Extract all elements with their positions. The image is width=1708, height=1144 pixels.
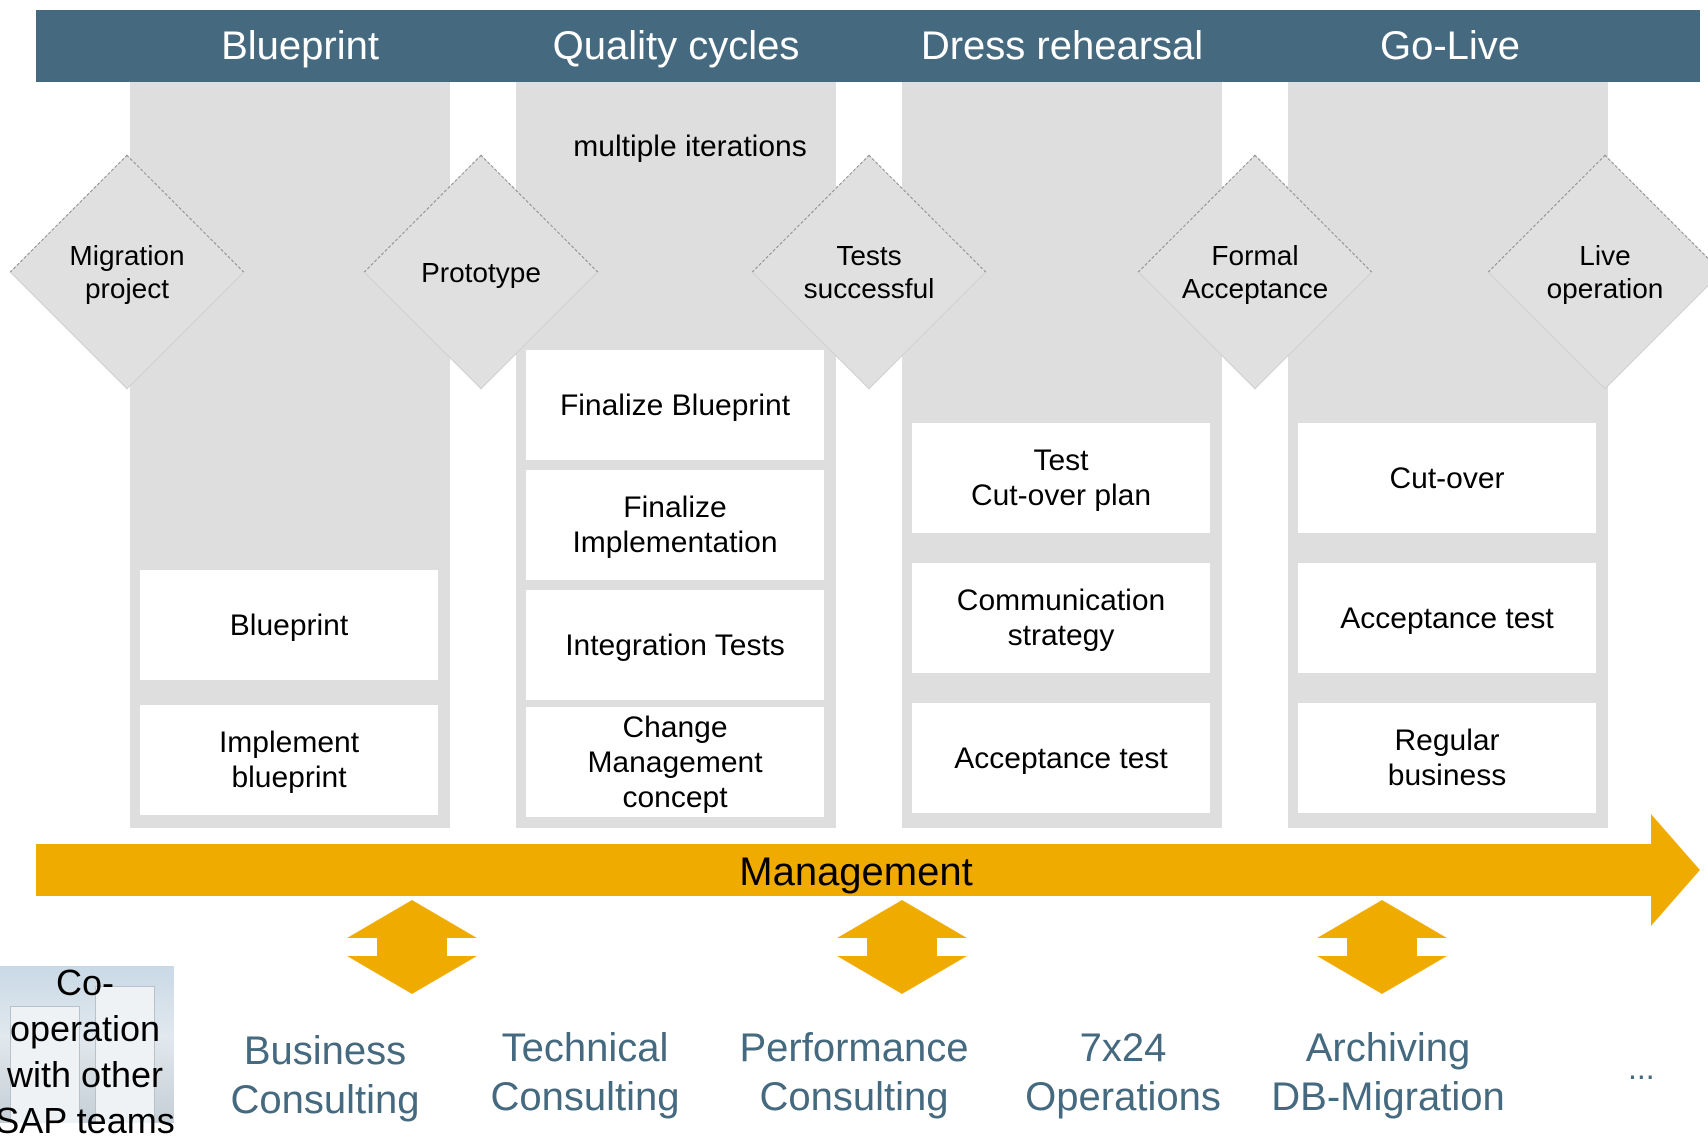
task-acceptance-test-dress: Acceptance test xyxy=(912,703,1210,813)
phase-title-go-live: Go-Live xyxy=(1379,23,1521,68)
milestone-label: Tests successful xyxy=(803,240,935,304)
milestone-label: Migration project xyxy=(69,240,185,304)
task-finalize-blueprint: Finalize Blueprint xyxy=(526,350,824,460)
task-communication-strategy: Communication strategy xyxy=(912,563,1210,673)
milestone-formal-acceptance: Formal Acceptance xyxy=(1137,154,1373,390)
phase-title-quality-cycles: Quality cycles xyxy=(552,23,800,68)
management-arrow xyxy=(36,814,1700,926)
task-cutover: Cut-over xyxy=(1298,423,1596,533)
task-blueprint: Blueprint xyxy=(140,570,438,680)
double-arrow-icon xyxy=(1317,900,1447,994)
milestone-label: Formal Acceptance xyxy=(1181,240,1329,304)
milestone-label: Live operation xyxy=(1546,240,1664,304)
cooperation-photo xyxy=(0,966,174,1123)
milestone-live-operation: Live operation xyxy=(1487,154,1708,390)
milestone-migration-project: Migration project xyxy=(9,154,245,390)
team-performance-consulting: Performance Consulting xyxy=(739,1026,969,1119)
task-acceptance-test-golive: Acceptance test xyxy=(1298,563,1596,673)
team-technical-consulting: Technical Consulting xyxy=(490,1026,680,1119)
task-integration-tests: Integration Tests xyxy=(526,590,824,700)
milestone-prototype: Prototype xyxy=(363,154,599,390)
task-regular-business: Regular business xyxy=(1298,703,1596,813)
building-shape xyxy=(95,986,155,1123)
task-test-cutover-plan: Test Cut-over plan xyxy=(912,423,1210,533)
milestone-label: Prototype xyxy=(421,256,541,288)
phase-title-dress-rehearsal: Dress rehearsal xyxy=(920,23,1204,68)
iterations-label: multiple iterations xyxy=(573,130,807,163)
milestone-tests-successful: Tests successful xyxy=(751,154,987,390)
task-finalize-implementation: Finalize Implementation xyxy=(526,470,824,580)
task-implement-blueprint: Implement blueprint xyxy=(140,705,438,815)
management-label: Management xyxy=(739,849,973,894)
phase-title-blueprint: Blueprint xyxy=(221,23,379,68)
team-business-consulting: Business Consulting xyxy=(230,1029,420,1122)
task-change-management-concept: Change Management concept xyxy=(526,707,824,817)
double-arrow-icon xyxy=(347,900,477,994)
phase-header-bar xyxy=(36,10,1700,82)
cooperation-label: Co- operation with other SAP teams xyxy=(0,962,175,1141)
double-arrow-icon xyxy=(837,900,967,994)
team-archiving-db-migration: Archiving DB-Migration xyxy=(1271,1026,1505,1119)
team-7x24-operations: 7x24 Operations xyxy=(1025,1026,1221,1119)
column-blueprint xyxy=(130,82,450,828)
building-shape xyxy=(10,1006,80,1123)
more-teams-ellipsis: ... xyxy=(1628,1050,1655,1086)
